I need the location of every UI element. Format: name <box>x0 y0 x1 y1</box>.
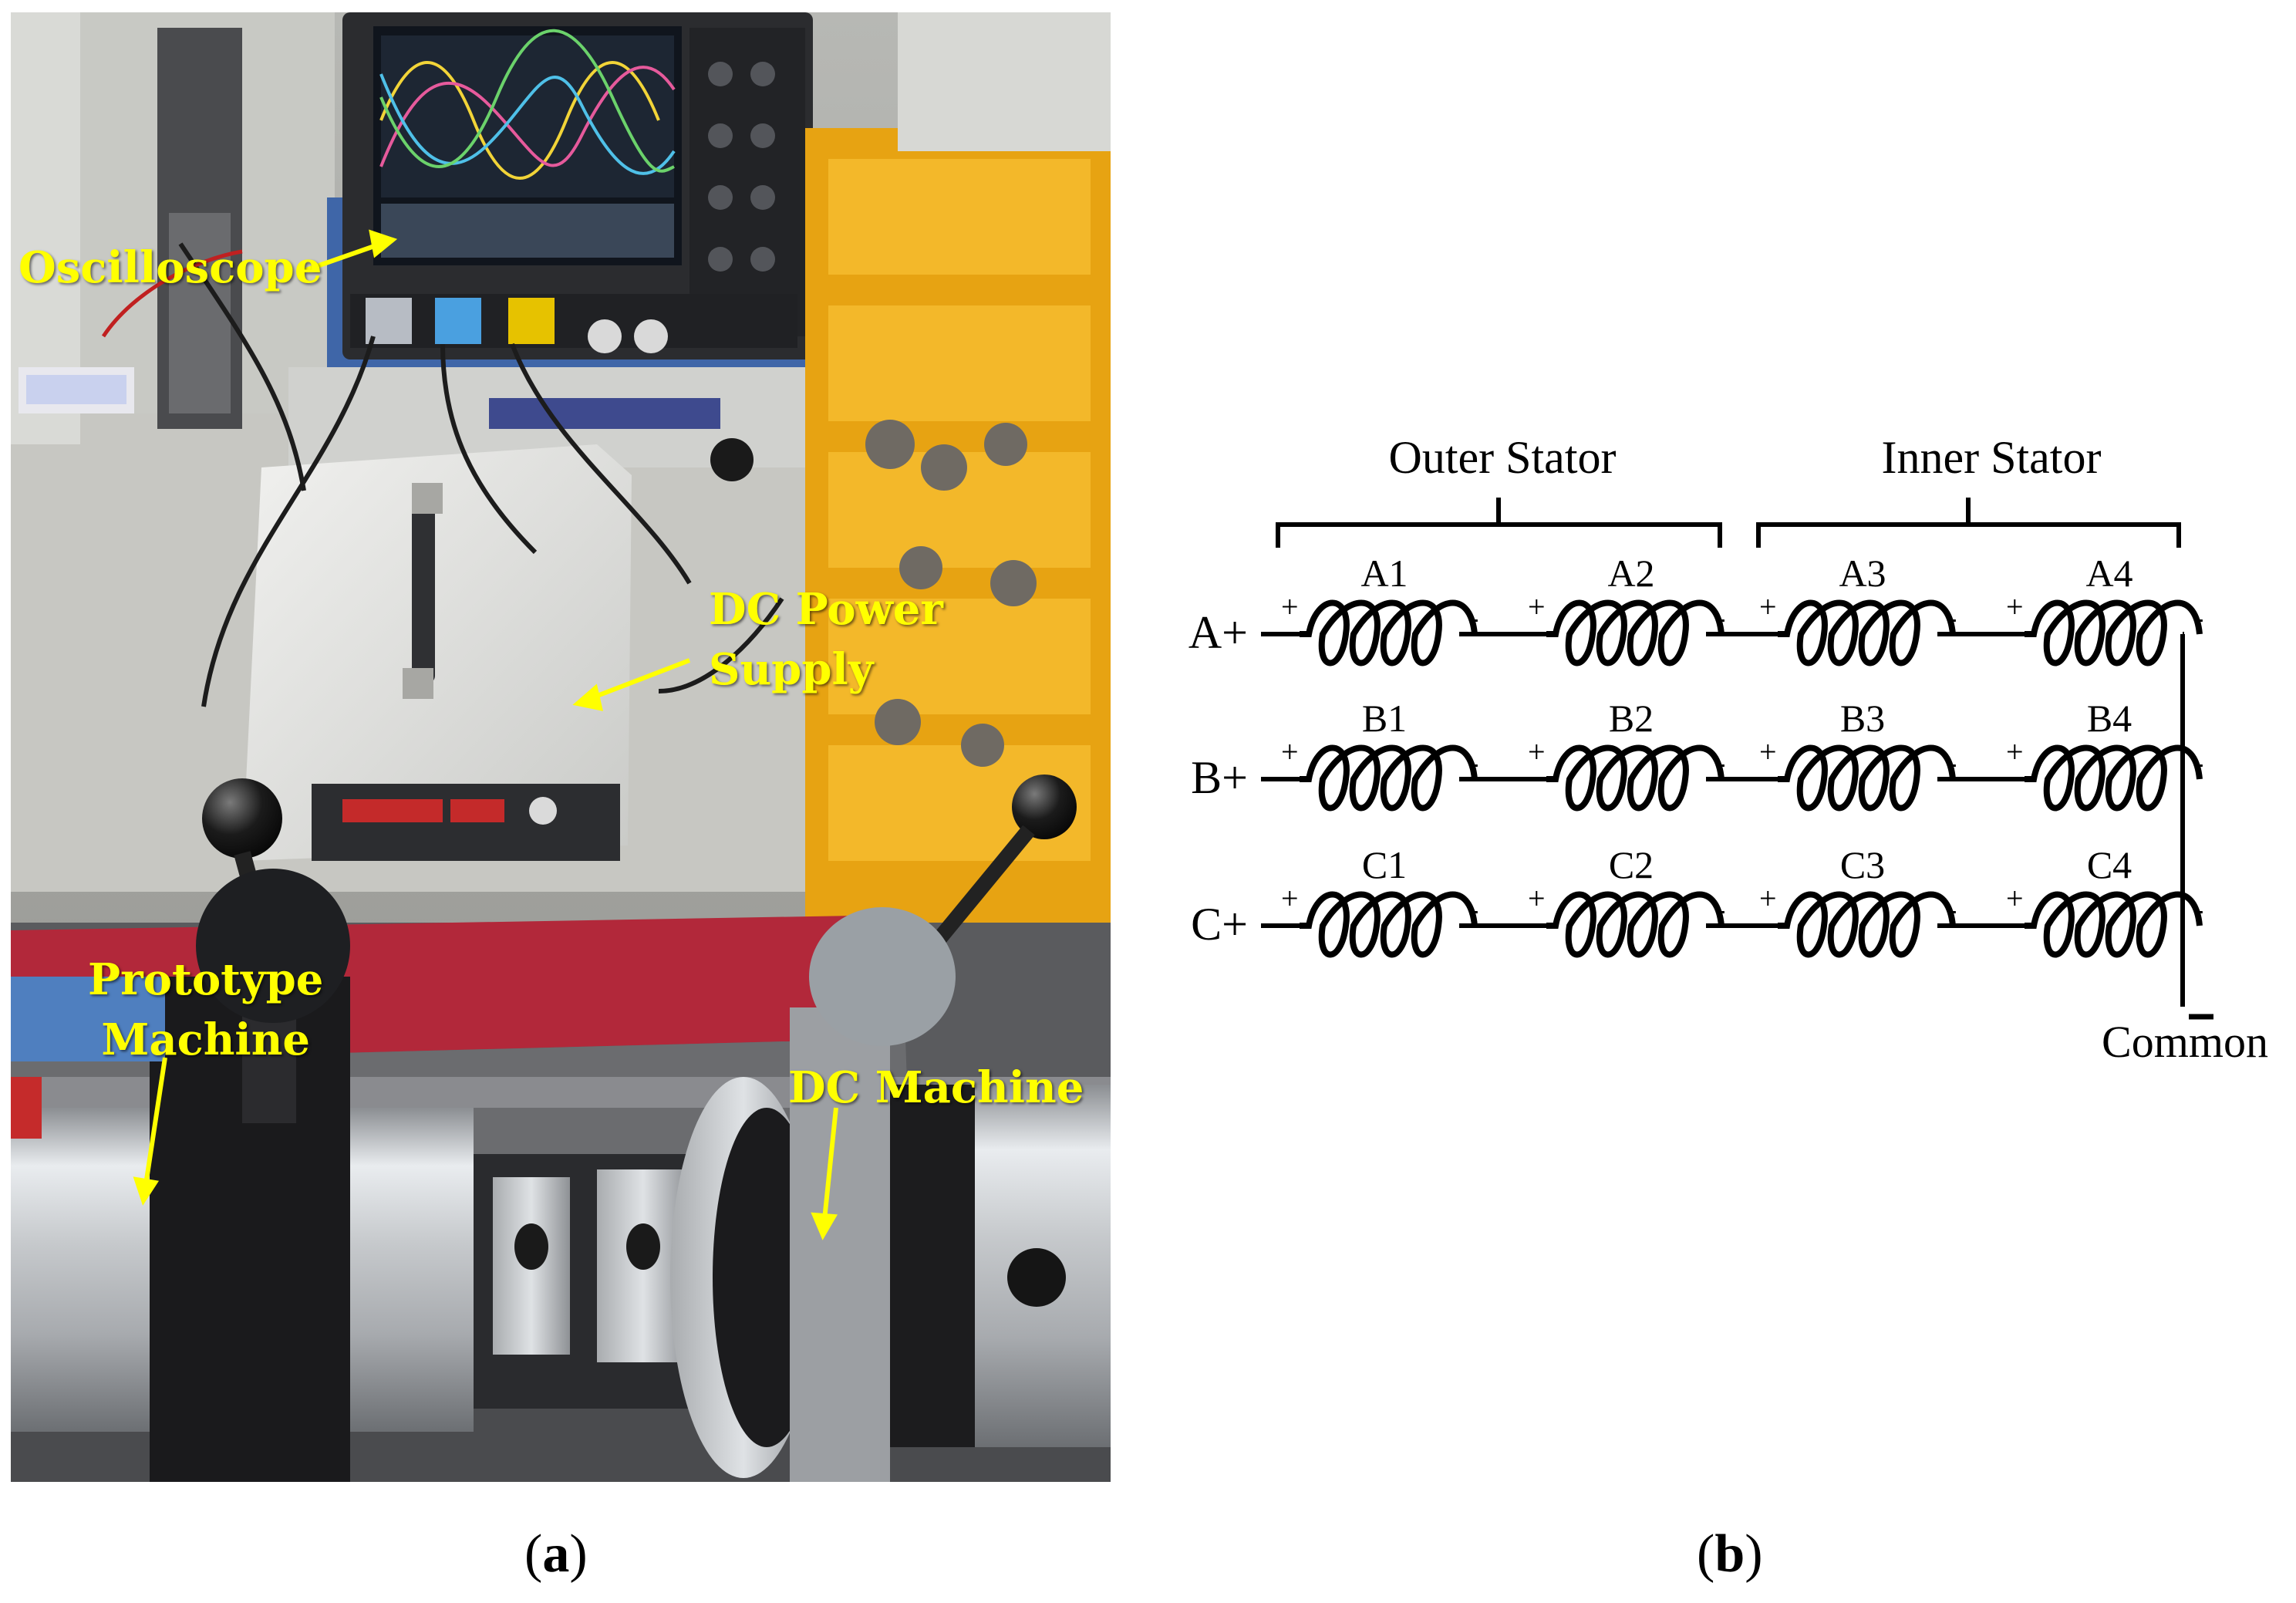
minus-sign: - <box>1947 600 1957 635</box>
winding-schematic: Outer Stator Inner Stator A+A1+-A2+-A3+-… <box>1188 432 2268 1067</box>
dc-machine-label: DC Machine <box>788 1062 1084 1113</box>
coil-label-b1: B1 <box>1362 697 1407 740</box>
prototype-machine-label: Prototype Machine <box>88 954 324 1065</box>
panel-b-letter: b <box>1714 1524 1745 1584</box>
coil-label-c4: C4 <box>2087 843 2132 886</box>
plus-sign: + <box>1759 734 1777 769</box>
panel-a-caption: (a) <box>524 1524 588 1584</box>
plus-sign: + <box>1528 881 1546 916</box>
coil-c3 <box>1778 891 1956 958</box>
coil-c1 <box>1300 891 1478 958</box>
phase-label-b-plus: B+ <box>1191 752 1248 803</box>
outer-stator-label: Outer Stator <box>1389 432 1617 483</box>
minus-sign: - <box>1947 892 1957 926</box>
minus-sign: - <box>1715 745 1725 780</box>
setup-photo: Oscilloscope DC Power Supply Prototype M… <box>11 12 1111 1482</box>
plus-sign: + <box>1759 589 1777 624</box>
coil-a1 <box>1300 599 1478 667</box>
plus-sign: + <box>2006 881 2024 916</box>
coil-c2 <box>1546 891 1725 958</box>
coil-label-b2: B2 <box>1609 697 1654 740</box>
common-label: Common <box>2102 1017 2268 1067</box>
coil-a3 <box>1778 599 1956 667</box>
coil-label-b4: B4 <box>2087 697 2132 740</box>
minus-sign: - <box>2193 600 2203 635</box>
dc-power-supply-label: DC Power Supply <box>709 584 943 695</box>
minus-sign: - <box>1947 745 1957 780</box>
coil-label-a2: A2 <box>1607 552 1654 595</box>
plus-sign: + <box>2006 589 2024 624</box>
plus-sign: + <box>1281 589 1299 624</box>
coil-c4 <box>2025 891 2203 958</box>
panel-a-letter: a <box>542 1524 570 1584</box>
coil-b4 <box>2025 744 2203 812</box>
coil-b3 <box>1778 744 1956 812</box>
phase-label-c-plus: C+ <box>1191 899 1248 950</box>
minus-sign: - <box>1715 600 1725 635</box>
coil-a2 <box>1546 599 1725 667</box>
plus-sign: + <box>1528 734 1546 769</box>
coil-label-a1: A1 <box>1360 552 1408 595</box>
coil-b1 <box>1300 744 1478 812</box>
coil-label-a3: A3 <box>1839 552 1886 595</box>
panel-b-caption: (b) <box>1697 1524 1763 1584</box>
inner-stator-label: Inner Stator <box>1882 432 2102 483</box>
coil-label-c3: C3 <box>1840 843 1885 886</box>
coil-a4 <box>2025 599 2203 667</box>
outer-stator-brace <box>1276 498 1722 548</box>
plus-sign: + <box>1281 881 1299 916</box>
plus-sign: + <box>1759 881 1777 916</box>
plus-sign: + <box>2006 734 2024 769</box>
coil-label-c1: C1 <box>1362 843 1407 886</box>
oscilloscope-label: Oscilloscope <box>19 242 322 293</box>
inner-stator-brace <box>1756 498 2181 548</box>
plus-sign: + <box>1528 589 1546 624</box>
coil-label-b3: B3 <box>1840 697 1885 740</box>
minus-sign: - <box>1468 745 1478 780</box>
coil-label-c2: C2 <box>1609 843 1654 886</box>
plus-sign: + <box>1281 734 1299 769</box>
minus-sign: - <box>2193 892 2203 926</box>
minus-sign: - <box>2193 745 2203 780</box>
minus-sign: - <box>1468 600 1478 635</box>
phase-label-a-plus: A+ <box>1188 607 1248 658</box>
minus-sign: - <box>1468 892 1478 926</box>
coil-b2 <box>1546 744 1725 812</box>
coil-label-a4: A4 <box>2085 552 2132 595</box>
minus-sign: - <box>1715 892 1725 926</box>
